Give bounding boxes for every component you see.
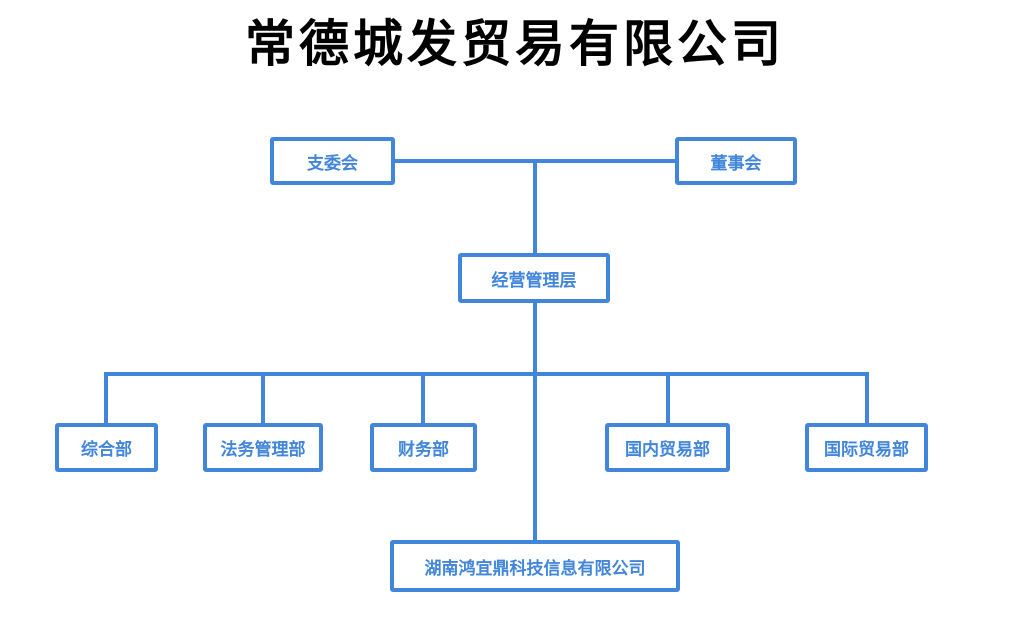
node-label: 综合部 <box>81 440 132 459</box>
node-general-dept: 综合部 <box>55 423 158 472</box>
node-label: 董事会 <box>710 153 762 173</box>
node-branch-committee: 支委会 <box>270 137 395 185</box>
node-legal-dept: 法务管理部 <box>203 423 323 472</box>
node-finance-dept: 财务部 <box>370 423 477 472</box>
node-domestic-trade-dept: 国内贸易部 <box>605 423 730 472</box>
node-label: 国际贸易部 <box>824 440 909 459</box>
node-label: 湖南鸿宜鼎科技信息有限公司 <box>424 558 646 578</box>
node-board-of-directors: 董事会 <box>675 137 797 185</box>
node-label: 经营管理层 <box>491 270 577 290</box>
node-international-trade-dept: 国际贸易部 <box>805 423 928 472</box>
node-label: 财务部 <box>398 440 449 459</box>
node-subsidiary-company: 湖南鸿宜鼎科技信息有限公司 <box>390 540 680 592</box>
node-management-layer: 经营管理层 <box>458 253 610 303</box>
node-label: 支委会 <box>307 153 358 173</box>
node-label: 国内贸易部 <box>625 440 710 459</box>
node-label: 法务管理部 <box>220 440 306 459</box>
page-title: 常德城发贸易有限公司 <box>245 16 785 72</box>
